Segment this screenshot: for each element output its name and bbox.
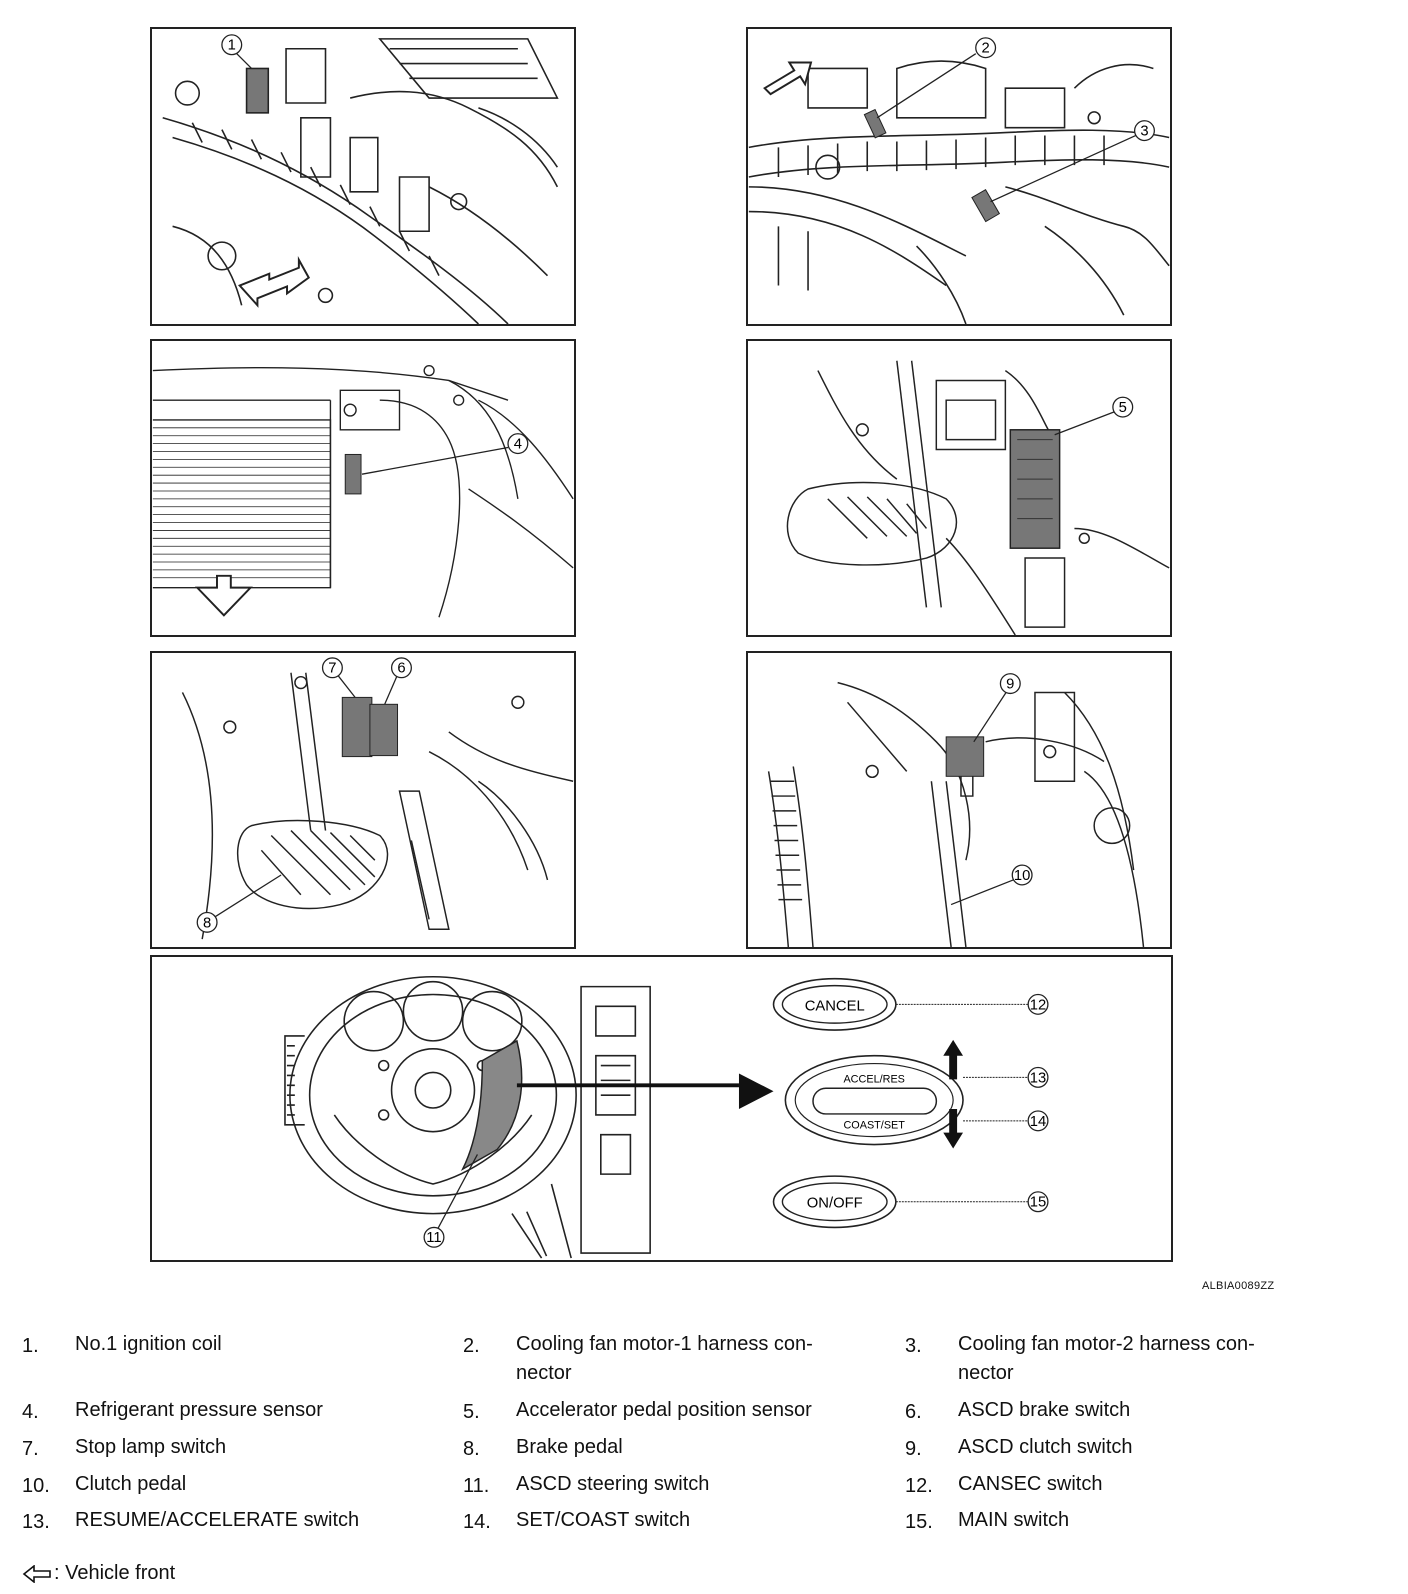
panel-cooling-fan-connectors: 2 3	[746, 27, 1172, 326]
legend-text: Refrigerant pressure sensor	[75, 1399, 323, 1421]
legend-text: Brake pedal	[516, 1436, 623, 1458]
legend-text: Accelerator pedal position sensor	[516, 1399, 812, 1421]
callout-4: 4	[514, 437, 522, 453]
callout-7: 7	[328, 661, 336, 677]
steering-switch-illustration: 11 CANCEL 12 ACCEL/RES COAST/SET 13 14	[284, 975, 1049, 1259]
on-off-switch: ON/OFF	[772, 1175, 897, 1229]
legend-text: Clutch pedal	[75, 1473, 187, 1495]
ignition-coil-illustration: 1	[162, 34, 559, 324]
callout-10: 10	[1014, 868, 1030, 884]
legend-text: No.1 ignition coil	[75, 1333, 222, 1355]
panel-accelerator-pedal-sensor: 5	[746, 339, 1172, 637]
clutch-switch-illustration: 9 10	[767, 673, 1145, 947]
legend-num: 1.	[22, 1335, 39, 1357]
callout-8: 8	[203, 915, 211, 931]
panel-refrigerant-sensor: 4	[150, 339, 576, 637]
callout-5: 5	[1119, 400, 1127, 416]
legend-text: Cooling fan motor-1 harness con- nector	[516, 1333, 813, 1384]
legend-num: 11.	[463, 1475, 490, 1497]
vehicle-front-note: : Vehicle front	[22, 1562, 175, 1585]
panel-steering-switch: 11 CANCEL 12 ACCEL/RES COAST/SET 13 14	[150, 955, 1173, 1262]
coast-set-label: COAST/SET	[843, 1120, 905, 1132]
legend-text: ASCD brake switch	[958, 1399, 1131, 1421]
legend-num: 5.	[463, 1401, 480, 1423]
panel-brake-switches: 7 6 8	[150, 651, 576, 949]
accelerator-sensor-illustration: 5	[786, 360, 1170, 635]
legend-text: RESUME/ACCELERATE switch	[75, 1509, 360, 1531]
legend-num: 7.	[22, 1438, 39, 1460]
legend-text: SET/COAST switch	[516, 1509, 691, 1531]
cancel-switch-label: CANCEL	[805, 998, 865, 1014]
legend-text: MAIN switch	[958, 1509, 1070, 1531]
figure-code: ALBIA0089ZZ	[1202, 1280, 1275, 1292]
callout-11: 11	[426, 1230, 441, 1246]
refrigerant-sensor-illustration: 4	[152, 364, 574, 618]
cancel-switch: CANCEL	[772, 977, 897, 1031]
callout-2: 2	[982, 41, 990, 57]
legend-num: 15.	[905, 1511, 933, 1533]
callout-1: 1	[228, 38, 236, 54]
panel-clutch-switch: 9 10	[746, 651, 1172, 949]
outline-arrow-left-icon	[22, 1564, 51, 1583]
legend-text: Stop lamp switch	[75, 1436, 227, 1458]
resume-coast-switch: ACCEL/RES COAST/SET	[784, 1054, 964, 1146]
callout-14: 14	[1030, 1114, 1046, 1130]
callout-3: 3	[1140, 124, 1148, 140]
callout-6: 6	[397, 661, 405, 677]
legend-num: 4.	[22, 1401, 39, 1423]
brake-switch-illustration: 7 6 8	[181, 657, 574, 940]
legend-num: 13.	[22, 1511, 50, 1533]
legend-text: ASCD steering switch	[516, 1473, 710, 1495]
legend-num: 8.	[463, 1438, 480, 1460]
legend-num: 6.	[905, 1401, 922, 1423]
callout-12: 12	[1030, 997, 1046, 1013]
legend-num: 12.	[905, 1475, 933, 1497]
legend-num: 2.	[463, 1335, 480, 1357]
accel-res-label: ACCEL/RES	[843, 1073, 904, 1085]
legend-text: CANSEC switch	[958, 1473, 1103, 1495]
callout-13: 13	[1030, 1070, 1046, 1086]
on-off-switch-label: ON/OFF	[807, 1196, 863, 1212]
legend-text: ASCD clutch switch	[958, 1436, 1133, 1458]
legend-num: 3.	[905, 1335, 922, 1357]
cooling-fan-illustration: 2 3	[748, 37, 1170, 324]
legend-num: 10.	[22, 1475, 50, 1497]
legend-num: 9.	[905, 1438, 922, 1460]
callout-15: 15	[1030, 1195, 1046, 1211]
callout-9: 9	[1006, 677, 1014, 693]
legend-num: 14.	[463, 1511, 491, 1533]
panel-ignition-coil: 1	[150, 27, 576, 326]
vehicle-front-note-text: : Vehicle front	[54, 1562, 176, 1584]
legend-text: Cooling fan motor-2 harness con- nector	[958, 1333, 1255, 1384]
